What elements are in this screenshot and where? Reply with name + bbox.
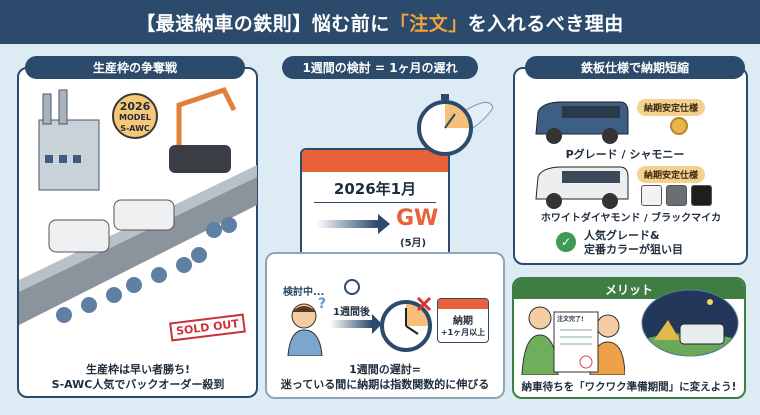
title-text-end: を入れるべき理由	[467, 12, 624, 35]
color-swatches	[641, 185, 712, 206]
caption-line: 生産枠は早い者勝ち!	[85, 363, 191, 376]
page-title: 【最速納車の鉄則】悩む前に「注文」を入れるべき理由	[0, 0, 760, 44]
check-icon: ✓	[556, 232, 576, 252]
calendar-header	[438, 299, 488, 309]
check-line: 人気グレード&	[584, 229, 660, 242]
calendar-target-sub: (5月)	[400, 238, 427, 249]
caption-line: 1週間の遅討=	[349, 363, 421, 376]
grade-label: Pグレード / シャモニー	[565, 148, 685, 161]
delay-caption: 1週間の遅討= 迷っている間に納期は指数関数的に伸びる	[268, 362, 502, 392]
swatch-gray	[666, 185, 687, 206]
merit-caption: 納車待ちを「ワクワク準備期間」に変えよう!	[521, 381, 737, 393]
caption-line: S-AWC人気でバックオーダー殺到	[51, 378, 225, 391]
section-heading-production: 生産枠の争奪戦	[25, 56, 245, 79]
arrow-icon	[330, 320, 372, 328]
medal-icon	[670, 117, 688, 135]
calendar: 2026年1月 GW (5月)	[300, 148, 450, 258]
check-line: 定番カラーが狙い目	[584, 243, 683, 256]
calendar-header	[302, 150, 448, 172]
panel-spec	[513, 67, 748, 265]
happy-couple-illustration	[521, 306, 625, 375]
arrow-head-icon	[372, 314, 382, 334]
deadline-calendar: 納期 +1ヶ月以上	[437, 298, 489, 343]
swatch-white	[641, 185, 662, 206]
deadline-sub: +1ヶ月以上	[440, 328, 486, 337]
doc-title: 注文完了!	[557, 316, 584, 323]
colors-label: ホワイトダイヤモンド / ブラックマイカ	[540, 213, 722, 224]
section-heading-delay: 1週間の検討 = 1ヶ月の遅れ	[282, 56, 478, 79]
production-caption: 生産枠は早い者勝ち! S-AWC人気でバックオーダー殺到	[22, 362, 254, 392]
factory-illustration	[19, 86, 257, 325]
section-heading-spec: 鉄板仕様で納期短縮	[525, 56, 745, 79]
camping-dream-illustration	[641, 289, 739, 357]
winged-stopwatch-icon	[417, 94, 494, 156]
model-bubble: 2026 MODEL S-AWC	[112, 93, 158, 139]
deadline-label: 納期	[453, 316, 473, 327]
title-accent: 「注文」	[389, 12, 468, 35]
blue-minivan-image	[535, 101, 629, 144]
arrow-head-icon	[378, 214, 390, 234]
stable-spec-badge: 納期安定仕様	[637, 99, 706, 116]
stable-spec-badge: 納期安定仕様	[637, 166, 706, 183]
bubble-name: S-AWC	[120, 124, 150, 133]
thinking-label: 検討中...	[283, 287, 325, 298]
thinking-person-icon	[287, 303, 323, 356]
bubble-year: 2026	[119, 100, 151, 113]
clock-overdue-icon	[380, 296, 432, 352]
caption-line: 迷っている間に納期は指数関数的に伸びる	[280, 378, 490, 391]
white-minivan-image	[535, 166, 629, 209]
week-later-label: 1週間後	[333, 307, 370, 318]
calendar-target: GW	[396, 206, 439, 231]
title-text: 【最速納車の鉄則】悩む前に	[136, 12, 390, 35]
check-text: 人気グレード& 定番カラーが狙い目	[584, 229, 683, 257]
question-mark: ?	[318, 296, 327, 312]
small-clock-icon	[344, 279, 360, 295]
arrow-icon	[316, 220, 378, 228]
bubble-model: MODEL	[119, 113, 151, 122]
swatch-black	[691, 185, 712, 206]
calendar-date: 2026年1月	[314, 178, 436, 203]
